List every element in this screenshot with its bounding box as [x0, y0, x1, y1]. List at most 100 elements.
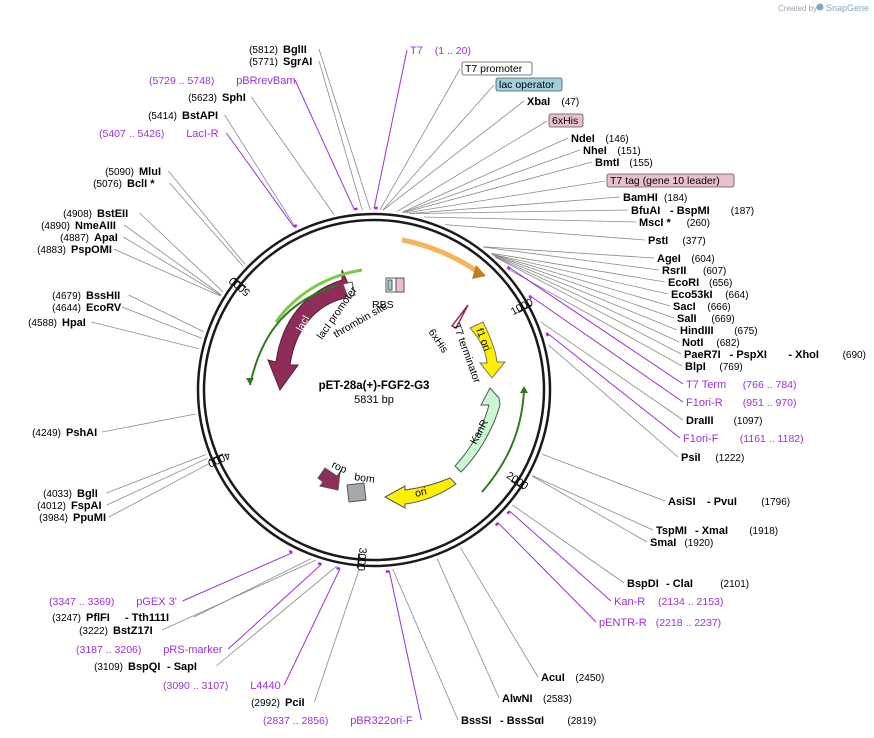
site-position: (2819) — [567, 716, 596, 727]
site-label-extra[interactable]: - Tth111I — [125, 612, 169, 624]
site-label[interactable]: PshAI — [66, 427, 97, 439]
site-label[interactable]: NotI — [682, 337, 703, 349]
tick-label: 1000 — [509, 296, 535, 318]
site-label[interactable]: BssSI — [461, 715, 492, 727]
feature-box-label: T7 tag (gene 10 leader) — [610, 175, 720, 187]
site-label[interactable]: AcuI — [541, 672, 565, 684]
site-leader — [91, 321, 199, 350]
site-label-extra[interactable]: - XhoI — [788, 349, 819, 361]
feature-ori[interactable] — [383, 477, 457, 509]
primer-label[interactable]: F1ori-R — [686, 397, 723, 409]
site-label[interactable]: SgrAI — [283, 56, 312, 68]
site-leader — [113, 248, 221, 297]
primer-leader — [227, 563, 322, 650]
primer-label[interactable]: Kan-R — [614, 596, 645, 608]
primer-mark — [288, 549, 293, 554]
feature-box[interactable] — [461, 61, 533, 76]
site-label-extra[interactable]: - PvuI — [707, 496, 737, 508]
primer-label[interactable]: LacI-R — [186, 128, 218, 140]
site-label[interactable]: AsiSI — [668, 496, 696, 508]
site-label[interactable]: DraIII — [686, 415, 714, 427]
site-label-extra[interactable]: - ClaI — [666, 578, 693, 590]
primer-label[interactable]: pGEX 3' — [136, 596, 177, 608]
site-position: (5812) — [249, 45, 278, 56]
site-label[interactable]: BamHI — [623, 192, 658, 204]
site-label[interactable]: PciI — [285, 697, 305, 709]
site-label[interactable]: PflFI — [86, 612, 110, 624]
site-label[interactable]: TspMI — [656, 525, 687, 537]
site-label[interactable]: Eco53kI — [671, 289, 713, 301]
site-label-extra[interactable]: - PspXI — [730, 349, 767, 361]
site-label[interactable]: BglII — [283, 44, 307, 56]
credit-prefix: Created by — [778, 4, 817, 13]
site-label[interactable]: HpaI — [62, 317, 86, 329]
site-position: (1796) — [761, 497, 790, 508]
site-label[interactable]: SmaI — [650, 537, 676, 549]
primer-label[interactable]: pBRrevBam — [236, 75, 295, 87]
site-label[interactable]: MluI — [139, 166, 161, 178]
site-label[interactable]: BmtI — [595, 157, 619, 169]
site-leader — [169, 182, 244, 267]
primer-leader — [507, 266, 684, 385]
plasmid-length: 5831 bp — [354, 394, 394, 406]
site-label[interactable]: BstZ17I — [113, 625, 153, 637]
site-position: (47) — [561, 97, 579, 108]
site-label-extra[interactable]: - XmaI — [695, 525, 728, 537]
site-label[interactable]: PaeR7I — [684, 349, 721, 361]
site-label[interactable]: EcoRV — [86, 302, 122, 314]
site-position: (3984) — [39, 513, 68, 524]
primer-mark — [506, 265, 512, 271]
site-position: (3222) — [79, 626, 108, 637]
feature-box[interactable] — [548, 113, 584, 128]
site-label[interactable]: EcoRI — [668, 277, 699, 289]
site-label-extra[interactable]: - BspMI — [670, 205, 710, 217]
site-label[interactable]: RsrII — [662, 265, 686, 277]
primer-label[interactable]: pENTR-R — [599, 617, 647, 629]
feature-box[interactable] — [495, 77, 563, 92]
primer-label[interactable]: T7 Term — [686, 379, 726, 391]
site-label[interactable]: BssHII — [86, 290, 120, 302]
primer-label[interactable]: L4440 — [250, 680, 281, 692]
site-label[interactable]: AgeI — [657, 253, 681, 265]
site-label[interactable]: HindIII — [680, 325, 714, 337]
site-label[interactable]: BfuAI — [631, 205, 660, 217]
site-label[interactable]: PstI — [648, 235, 668, 247]
site-label[interactable]: BglI — [77, 488, 98, 500]
site-label[interactable]: SphI — [222, 92, 246, 104]
site-label[interactable]: PpuMI — [73, 512, 106, 524]
site-position: (4887) — [60, 233, 89, 244]
site-label[interactable]: PsiI — [681, 452, 701, 464]
site-position: (1918) — [749, 526, 778, 537]
primer-label[interactable]: pBR322ori-F — [350, 715, 413, 727]
site-label[interactable]: BclI * — [127, 178, 155, 190]
feature-laci[interactable] — [267, 269, 351, 392]
site-label-extra[interactable]: - SapI — [167, 661, 197, 673]
primer-label[interactable]: F1ori-F — [683, 433, 719, 445]
site-label[interactable]: SacI — [673, 301, 696, 313]
site-label[interactable]: XbaI — [527, 96, 550, 108]
site-label[interactable]: BspDI — [627, 578, 659, 590]
primer-label[interactable]: T7 — [410, 45, 423, 57]
feature-box[interactable] — [606, 173, 735, 188]
site-label[interactable]: PspOMI — [71, 244, 112, 256]
site-position: (187) — [731, 206, 754, 217]
site-label[interactable]: MscI * — [639, 217, 672, 229]
site-label[interactable]: FspAI — [71, 500, 102, 512]
site-label[interactable]: BstEII — [97, 208, 128, 220]
site-label[interactable]: ApaI — [94, 232, 118, 244]
site-label-extra[interactable]: - BssSαI — [500, 715, 544, 727]
site-label[interactable]: BlpI — [685, 361, 706, 373]
site-label[interactable]: AlwNI — [502, 693, 533, 705]
site-label[interactable]: NheI — [583, 145, 607, 157]
feature-f1-ori[interactable] — [469, 321, 507, 379]
primer-label[interactable]: pRS-marker — [163, 644, 223, 656]
site-leader — [402, 137, 569, 213]
site-label[interactable]: SalI — [677, 313, 697, 325]
site-label[interactable]: NmeAIII — [75, 220, 116, 232]
site-leader — [483, 246, 660, 271]
feature-kanr[interactable] — [454, 387, 501, 473]
site-label[interactable]: BstAPI — [182, 110, 218, 122]
site-leader — [410, 209, 629, 215]
site-label[interactable]: NdeI — [571, 133, 595, 145]
site-label[interactable]: BspQI — [128, 661, 160, 673]
